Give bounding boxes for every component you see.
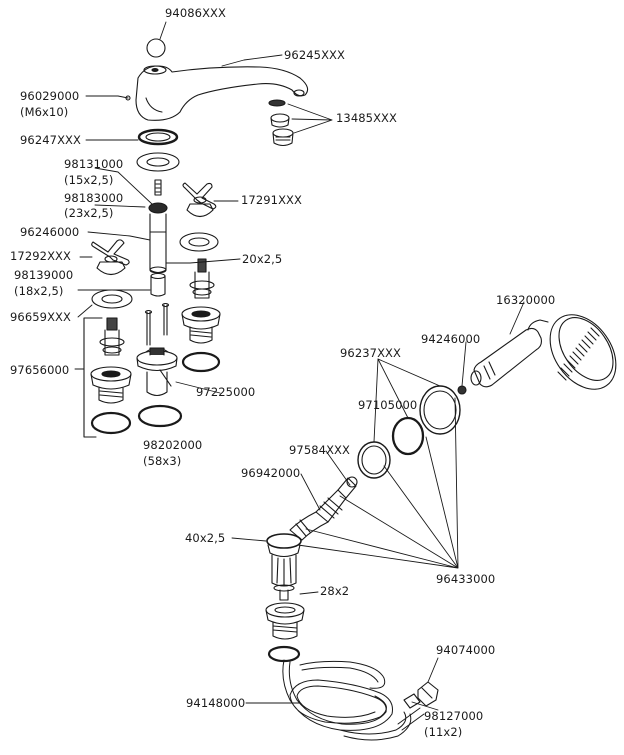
label-97105: 97105000 xyxy=(358,398,418,412)
label-98139-size: (18x2,5) xyxy=(14,284,64,298)
washer-98127 xyxy=(403,693,421,709)
label-96029: 96029000 xyxy=(20,89,80,103)
label-98183: 98183000 xyxy=(64,191,124,205)
label-96246: 96246000 xyxy=(20,225,80,239)
label-98139: 98139000 xyxy=(14,268,74,282)
handshower-16320 xyxy=(470,314,617,390)
screw-96029 xyxy=(117,95,131,101)
valve-right xyxy=(189,258,215,299)
label-98202: 98202000 xyxy=(143,438,203,452)
label-98131: 98131000 xyxy=(64,157,124,171)
label-16320: 16320000 xyxy=(496,293,556,307)
seal-98202 xyxy=(137,404,183,428)
diverter-40x25 xyxy=(266,533,302,592)
label-13485: 13485XXX xyxy=(336,111,398,125)
label-98183-size: (23x2,5) xyxy=(64,206,114,220)
label-97225: 97225000 xyxy=(196,385,256,399)
label-96942: 96942000 xyxy=(241,466,301,480)
label-94086: 94086XXX xyxy=(165,6,227,20)
label-98127: 98127000 xyxy=(424,709,484,723)
nut-94074 xyxy=(417,681,439,707)
body-28x2 xyxy=(265,589,305,663)
bolts-centre xyxy=(144,302,170,346)
label-94148: 94148000 xyxy=(186,696,246,710)
leader-lines xyxy=(74,21,525,711)
cartridge-96246 xyxy=(148,179,168,297)
label-96433: 96433000 xyxy=(436,572,496,586)
flange-96659 xyxy=(91,289,133,309)
cap-94086 xyxy=(146,38,166,58)
label-97656: 97656000 xyxy=(10,363,70,377)
label-98202-size: (58x3) xyxy=(143,454,182,468)
label-96245: 96245XXX xyxy=(284,48,346,62)
label-20x25: 20x2,5 xyxy=(242,252,283,266)
label-94074: 94074000 xyxy=(436,643,496,657)
body-right xyxy=(181,306,221,373)
hose-nut-97584 xyxy=(315,476,358,523)
label-96029-size: (M6x10) xyxy=(20,105,69,119)
rings-97105 xyxy=(357,385,461,479)
hose-94148 xyxy=(282,659,425,741)
label-17291: 17291XXX xyxy=(241,193,303,207)
label-28x2: 28x2 xyxy=(320,584,350,598)
aerator-13485 xyxy=(268,99,294,147)
handle-17291 xyxy=(182,182,217,218)
label-96659: 96659XXX xyxy=(10,310,72,324)
washer-94246 xyxy=(457,385,467,395)
flange-right xyxy=(179,232,219,252)
spout-96245 xyxy=(135,65,309,121)
label-98127-size: (11x2) xyxy=(424,725,463,739)
base-97225 xyxy=(136,347,178,397)
label-98131-size: (15x2,5) xyxy=(64,173,114,187)
label-17292: 17292XXX xyxy=(10,249,72,263)
label-97584: 97584XXX xyxy=(289,443,351,457)
handle-17292 xyxy=(91,239,130,276)
label-94246: 94246000 xyxy=(421,332,481,346)
bracket-97656 xyxy=(83,317,103,438)
valve-97656 xyxy=(90,317,132,435)
label-96237: 96237XXX xyxy=(340,346,402,360)
label-96247: 96247XXX xyxy=(20,133,82,147)
ring-96247 xyxy=(136,128,180,172)
label-40x25: 40x2,5 xyxy=(185,531,226,545)
